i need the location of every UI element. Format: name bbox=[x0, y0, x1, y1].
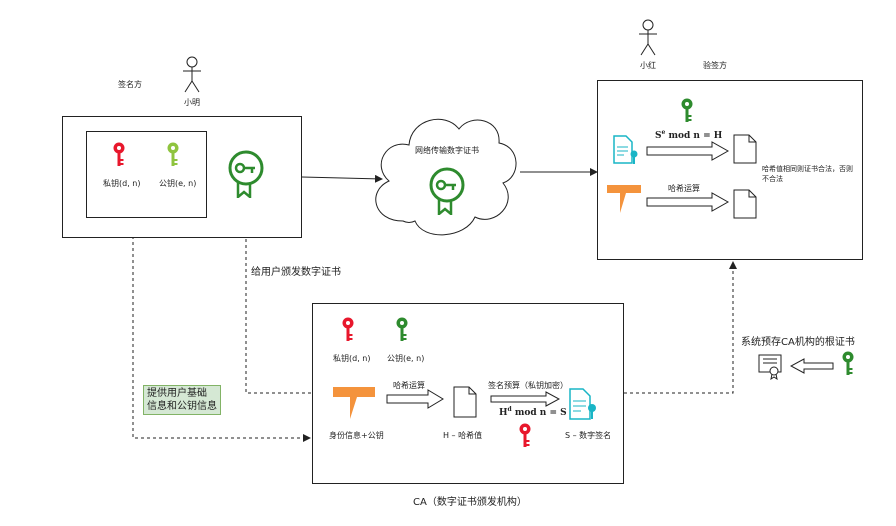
verifier-formula: Se mod n = H bbox=[655, 129, 723, 141]
ca-private-key-icon bbox=[342, 317, 354, 341]
ca-public-key-label: 公钥(e, n) bbox=[387, 354, 425, 363]
signer-public-key-icon bbox=[167, 142, 179, 166]
cloud-label: 网络传输数字证书 bbox=[415, 146, 479, 155]
verifier-person-icon bbox=[639, 19, 657, 56]
root-cert-arrow bbox=[790, 358, 834, 374]
ca-signature-document-icon bbox=[569, 388, 596, 420]
ca-hash-arrow bbox=[386, 389, 444, 409]
signer-key-box bbox=[86, 131, 207, 218]
root-certificate-icon bbox=[758, 354, 782, 380]
issue-cert-label: 给用户颁发数字证书 bbox=[251, 267, 341, 278]
ca-identity-label: 身份信息+公钥 bbox=[329, 431, 384, 440]
ca-private-key-label: 私钥(d, n) bbox=[333, 354, 371, 363]
verifier-result-note-line2: 不合法 bbox=[762, 175, 783, 183]
verifier-hash-arrow bbox=[646, 192, 730, 212]
ca-hash-page-icon bbox=[453, 386, 477, 418]
signer-role-label: 签名方 bbox=[118, 80, 142, 89]
ca-hash-op-label: 哈希运算 bbox=[393, 381, 425, 390]
root-public-key-icon bbox=[842, 351, 854, 375]
verifier-result-note-line1: 哈希值相同则证书合法，否则 bbox=[762, 165, 853, 173]
arrow-ca-issue-cert bbox=[242, 227, 317, 394]
decrypted-hash-page-icon bbox=[733, 134, 757, 164]
verifier-decrypt-arrow bbox=[646, 141, 730, 161]
root-cert-label: 系统预存CA机构的根证书 bbox=[741, 337, 855, 348]
signer-public-key-label: 公钥(e, n) bbox=[159, 179, 197, 188]
signature-document-icon bbox=[613, 135, 638, 164]
cloud-certificate-badge-icon bbox=[429, 167, 465, 215]
verifier-box bbox=[597, 80, 863, 260]
certificate-badge-icon bbox=[228, 150, 264, 198]
computed-hash-page-icon bbox=[733, 189, 757, 219]
verifier-role-label: 验签方 bbox=[703, 61, 727, 70]
ca-caption: CA（数字证书颁发机构） bbox=[413, 497, 527, 508]
arrow-ca-to-verifier bbox=[624, 261, 737, 394]
arrow-signer-to-cloud bbox=[301, 174, 383, 183]
provide-info-note: 提供用户基础 信息和公钥信息 bbox=[143, 385, 221, 415]
signer-private-key-label: 私钥(d, n) bbox=[103, 179, 141, 188]
ca-identity-orange-icon bbox=[333, 387, 375, 419]
ca-sign-arrow bbox=[490, 391, 560, 407]
ca-sign-op-label: 签名预算（私钥加密） bbox=[488, 381, 568, 390]
ca-sign-private-key-icon bbox=[519, 423, 531, 447]
arrow-signer-provide-info bbox=[132, 218, 311, 442]
verifier-public-key-icon bbox=[681, 98, 693, 122]
ca-signature-label: S – 数字签名 bbox=[565, 431, 612, 440]
identity-info-orange-icon bbox=[607, 185, 641, 213]
verifier-name-label: 小红 bbox=[640, 61, 656, 70]
verifier-hash-label: 哈希运算 bbox=[668, 184, 700, 193]
ca-hash-value-label: H – 哈希值 bbox=[443, 431, 483, 440]
ca-sign-formula: Hd mod n = S bbox=[499, 406, 567, 418]
signer-person-icon bbox=[183, 56, 201, 93]
signer-private-key-icon bbox=[113, 142, 125, 166]
ca-public-key-icon bbox=[396, 317, 408, 341]
signer-name-label: 小明 bbox=[184, 98, 200, 107]
